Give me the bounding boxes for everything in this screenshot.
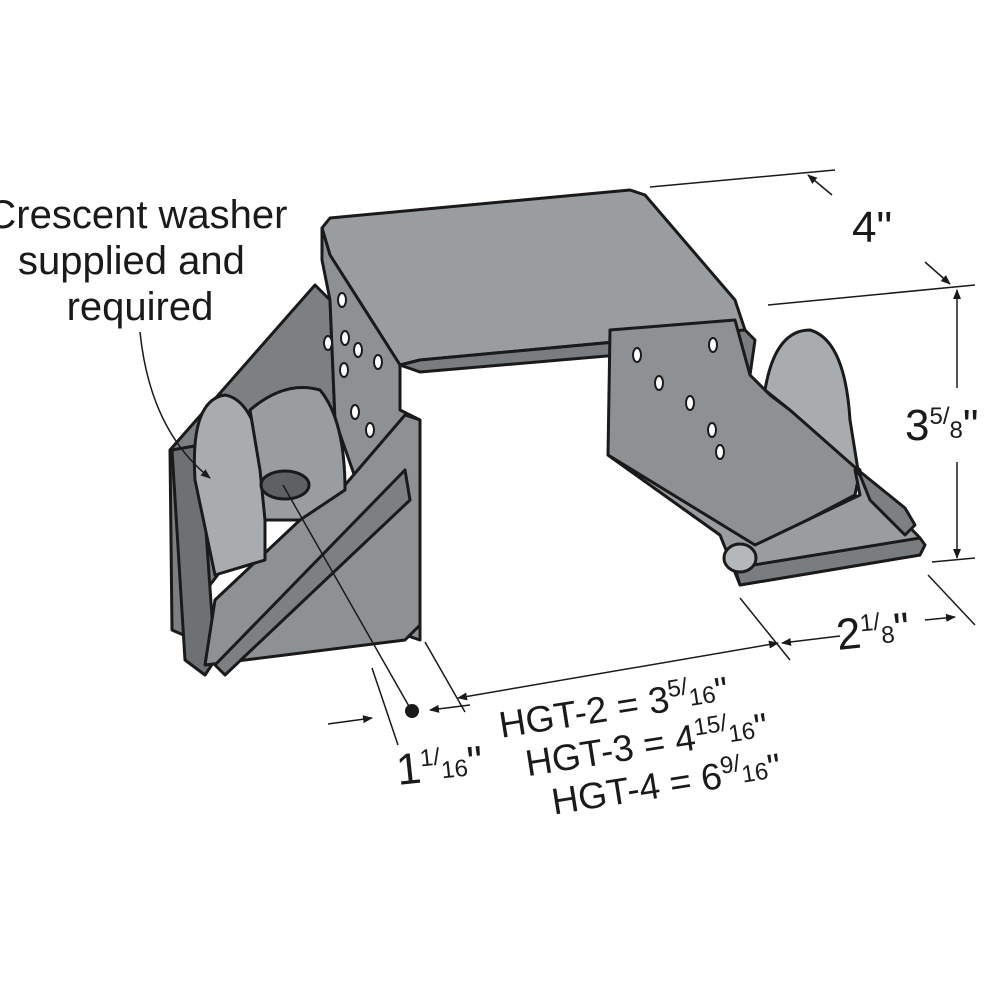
right-side-flange — [856, 468, 917, 537]
offset-arrow-a — [327, 715, 373, 725]
span-arrow — [457, 640, 779, 701]
offset-ext — [371, 667, 399, 746]
dimension-lines — [139, 169, 976, 746]
depth-label: 21/8" — [834, 604, 912, 660]
depth-arrow-a — [781, 635, 841, 646]
depth-ext-left — [739, 597, 791, 661]
callout-line-1: Crescent washer — [0, 193, 288, 237]
left-washer-hole — [259, 469, 311, 501]
callout-line-3: required — [67, 285, 214, 329]
width-label: 4" — [852, 203, 892, 252]
width-arrow-b — [924, 261, 951, 285]
offset-arrow-b — [429, 704, 471, 713]
rod-center-dot — [405, 704, 419, 718]
callout-leader — [139, 331, 211, 479]
depth-ext-right — [927, 574, 976, 626]
callout-text: Crescent washer supplied and required — [0, 193, 299, 329]
depth-arrow-b — [924, 613, 956, 622]
rod-centerline — [282, 484, 411, 709]
height-ext-bottom — [931, 557, 976, 563]
span-hgt-4: HGT-4 = 69/16" — [548, 744, 783, 823]
left-seat — [203, 413, 422, 667]
span-ext-left — [424, 641, 466, 713]
left-gusset — [213, 468, 412, 677]
right-rod-end — [722, 542, 758, 574]
callout-line-2: supplied and — [18, 239, 245, 283]
width-arrow-a — [807, 174, 833, 196]
span-labels: HGT-2 = 35/16" HGT-3 = 415/16" HGT-4 = 6… — [496, 669, 784, 823]
nail-holes — [323, 292, 725, 460]
height-label: 35/8" — [905, 401, 979, 450]
offset-label: 11/16" — [394, 737, 485, 795]
left-washer-saddle — [248, 386, 347, 522]
connector-body — [168, 188, 927, 677]
right-washer — [763, 328, 860, 472]
width-ext-bottom — [767, 284, 976, 306]
width-ext-top — [649, 169, 836, 188]
